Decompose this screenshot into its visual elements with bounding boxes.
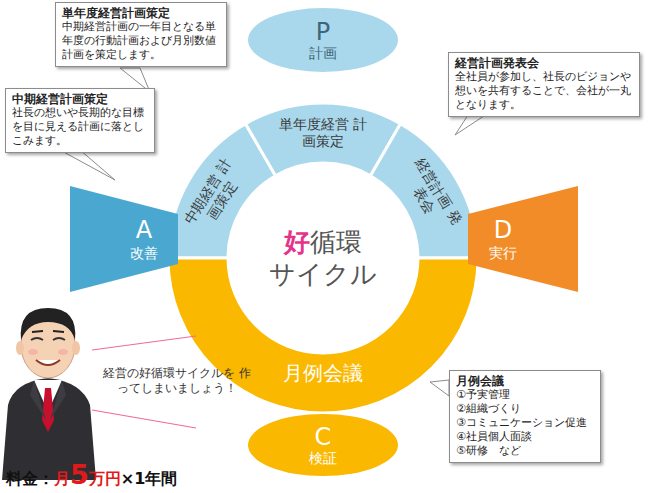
callout-body: ①予実管理 — [456, 388, 594, 402]
phase-ellipse: P計画 — [248, 8, 398, 72]
node-title: 単年度経営 計画策定 — [278, 116, 368, 150]
callout-box: 経営計画発表会全社員が参加し、社長のビジョンや想いを共有することで、会社が一丸と… — [448, 52, 640, 117]
node-subtitle: 実行 — [468, 244, 578, 262]
callout-tail — [430, 380, 449, 396]
node-subtitle: 改善 — [70, 244, 178, 262]
cycle-title: 好循環サイクル — [248, 226, 398, 290]
node-title: 経営計画 発表会 — [396, 153, 467, 239]
ring-segment — [371, 124, 479, 258]
node-title: A — [70, 216, 178, 244]
callout-body: 中期経営計画の一年目となる単年度の行動計画および月別数値計画を策定します。 — [62, 20, 220, 62]
node-subtitle: 計画 — [309, 45, 337, 62]
trapezoid-shape — [70, 186, 178, 292]
price-text: 料金：月5万円×1年間 — [6, 460, 226, 493]
trapezoid-shape — [468, 186, 578, 292]
speech-line — [92, 410, 196, 428]
callout-box: 月例会議①予実管理②組織づくり③コミュニケーション促進④社員個人面談⑤研修 など — [449, 370, 601, 463]
node-title: 好循環サイクル — [248, 226, 398, 290]
node-subtitle: 検証 — [309, 450, 337, 467]
ring-segment-label: 単年度経営 計画策定 — [278, 116, 368, 150]
phase-trapezoid: A改善 — [70, 186, 178, 292]
callout-body: 全社員が参加し、社長のビジョンや想いを共有することで、会社が一丸となります。 — [455, 70, 633, 112]
callout-body: ③コミュニケーション促進 — [456, 416, 594, 430]
callout-body: 社長の想いや長期的な目標を目に見える計画に落としこみます。 — [12, 106, 148, 148]
node-title: C — [315, 424, 332, 450]
ring-segment-label: 中期経営 計画策定 — [179, 153, 250, 239]
node-title: D — [468, 216, 578, 244]
callout-heading: 経営計画発表会 — [455, 56, 633, 70]
callout-body: ④社員個人面談 — [456, 430, 594, 444]
callout-tail — [60, 150, 115, 180]
callout-heading: 月例会議 — [456, 374, 594, 388]
speech-line — [92, 336, 196, 350]
node-title: 月例会議 — [268, 361, 378, 385]
callout-box: 中期経営計画策定社長の想いや長期的な目標を目に見える計画に落としこみます。 — [5, 88, 155, 153]
ring-segment-label: 経営計画 発表会 — [396, 153, 467, 239]
callout-box: 単年度経営計画策定中期経営計画の一年目となる単年度の行動計画および月別数値計画を… — [55, 2, 227, 67]
callout-heading: 単年度経営計画策定 — [62, 6, 220, 20]
callout-body: ②組織づくり — [456, 402, 594, 416]
node-title: P — [316, 19, 330, 45]
callout-heading: 中期経営計画策定 — [12, 92, 148, 106]
node-title: 中期経営 計画策定 — [179, 153, 250, 239]
phase-ellipse: C検証 — [248, 414, 398, 476]
phase-trapezoid: D実行 — [468, 186, 578, 292]
ring-segment-label: 月例会議 — [268, 361, 378, 385]
person-illustration — [2, 308, 96, 480]
speech-text: 経営の好循環サイクルを 作ってしまいましょう！ — [102, 366, 252, 396]
callout-body: ⑤研修 など — [456, 444, 594, 458]
